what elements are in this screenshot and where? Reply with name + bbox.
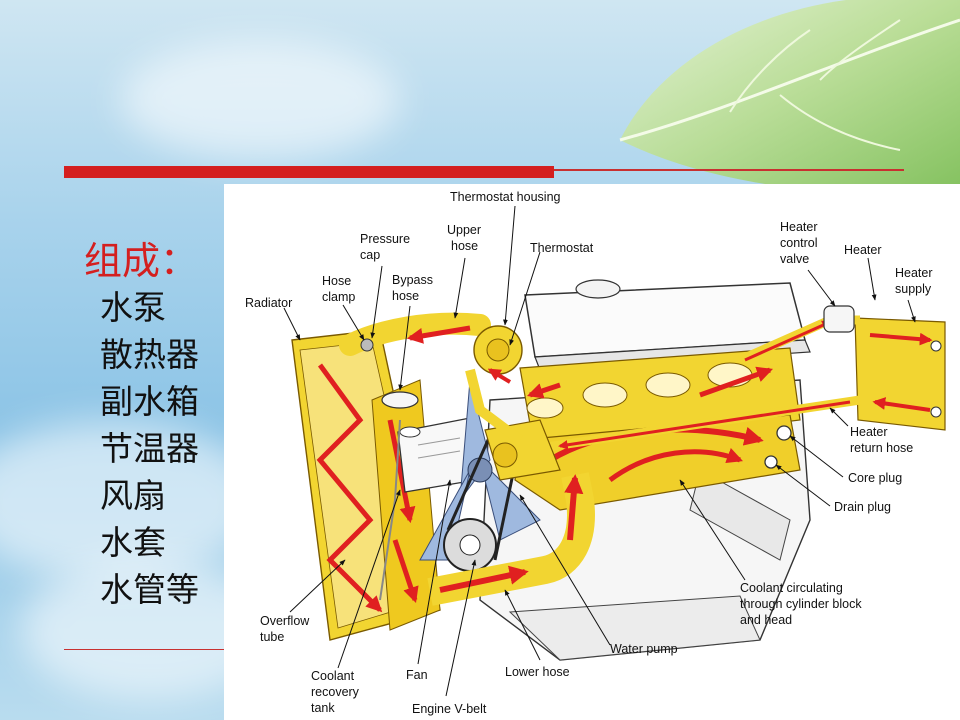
label-coolant-circulating-line1: Coolant circulating xyxy=(740,581,843,595)
component-item: 水套 xyxy=(100,523,166,562)
label-core-plug: Core plug xyxy=(848,471,902,485)
label-heater-control-valve-line3: valve xyxy=(780,252,809,266)
label-heater-control-valve-line1: Heater xyxy=(780,220,818,234)
label-thermostat-housing: Thermostat housing xyxy=(450,190,561,204)
label-heater-supply-line2: supply xyxy=(895,282,932,296)
heater-core xyxy=(854,317,946,431)
fan xyxy=(419,379,541,561)
label-overflow-tube-line2: tube xyxy=(260,630,284,644)
component-list: 水泵 散热器 副水箱 节温器 风扇 水套 水管等 xyxy=(100,284,199,613)
diagram-labels: Thermostat housing Upper hose Thermostat… xyxy=(245,190,933,716)
background-cloud xyxy=(0,420,260,580)
label-pressure-cap-line1: Pressure xyxy=(360,232,410,246)
label-coolant-recovery-tank-line2: recovery xyxy=(311,685,360,699)
drain-plug xyxy=(764,455,778,469)
cooling-system-svg: Thermostat housing Upper hose Thermostat… xyxy=(245,190,946,716)
label-coolant-recovery-tank-line1: Coolant xyxy=(311,669,355,683)
label-drain-plug: Drain plug xyxy=(834,500,891,514)
hose-clamp xyxy=(360,338,374,352)
title-accent-line xyxy=(554,169,904,171)
component-item: 散热器 xyxy=(100,335,199,374)
label-thermostat: Thermostat xyxy=(530,241,594,255)
label-coolant-circulating-line3: and head xyxy=(740,613,792,627)
label-heater-control-valve-line2: control xyxy=(780,236,818,250)
label-heater-return-hose-line1: Heater xyxy=(850,425,888,439)
water-pump xyxy=(484,419,561,481)
component-item: 水管等 xyxy=(100,570,199,609)
label-engine-v-belt: Engine V-belt xyxy=(412,702,487,716)
label-radiator: Radiator xyxy=(245,296,292,310)
label-hose-clamp-line1: Hose xyxy=(322,274,351,288)
heater-hoses xyxy=(539,305,861,453)
label-water-pump: Water pump xyxy=(610,642,678,656)
label-pressure-cap-line2: cap xyxy=(360,248,380,262)
component-item: 节温器 xyxy=(100,429,199,468)
label-coolant-recovery-tank-line3: tank xyxy=(311,701,335,715)
component-item: 风扇 xyxy=(100,476,166,515)
label-bypass-hose-line1: Bypass xyxy=(392,273,433,287)
label-heater: Heater xyxy=(844,243,882,257)
label-upper-hose-line2: hose xyxy=(451,239,478,253)
core-plug xyxy=(776,425,792,441)
label-heater-supply-line1: Heater xyxy=(895,266,933,280)
component-item: 副水箱 xyxy=(100,382,199,421)
label-heater-return-hose-line2: return hose xyxy=(850,441,913,455)
leaf-decoration xyxy=(619,0,960,194)
label-overflow-tube-line1: Overflow xyxy=(260,614,310,628)
components-heading: 组成： xyxy=(84,239,199,283)
valve-cover xyxy=(524,279,811,371)
label-bypass-hose-line2: hose xyxy=(392,289,419,303)
label-upper-hose-line1: Upper xyxy=(447,223,481,237)
label-coolant-circulating-line2: through cylinder block xyxy=(740,597,862,611)
component-item: 水泵 xyxy=(100,288,166,327)
bypass-hose xyxy=(465,368,523,444)
title-accent-bar xyxy=(64,166,554,178)
label-leaders xyxy=(283,205,916,697)
footer-accent-line xyxy=(64,649,224,650)
label-lower-hose: Lower hose xyxy=(505,665,570,679)
engine-v-belt xyxy=(443,438,522,572)
cooling-system-diagram: Thermostat housing Upper hose Thermostat… xyxy=(224,184,960,720)
pressure-cap xyxy=(381,391,419,409)
background-cloud xyxy=(120,40,400,160)
label-hose-clamp-line2: clamp xyxy=(322,290,355,304)
overflow-tube xyxy=(379,419,401,601)
lower-hose xyxy=(427,472,595,606)
label-fan: Fan xyxy=(406,668,428,682)
